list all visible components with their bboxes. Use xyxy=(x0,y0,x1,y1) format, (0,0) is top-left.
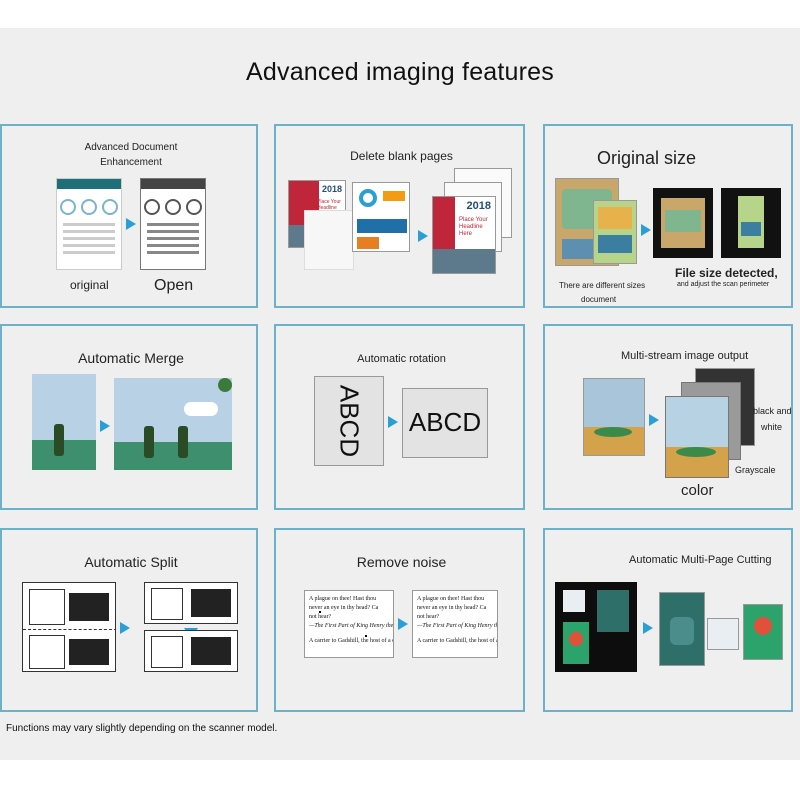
blank-arrow-icon xyxy=(418,230,428,242)
noisy-line5: A carrier to Gadshill, the host of a car… xyxy=(309,638,393,644)
split-arrow-icon xyxy=(120,622,130,634)
flyer-3: 2018 Place Your Headline Here xyxy=(432,196,496,274)
original-label: original xyxy=(70,278,109,292)
merge-heading: Automatic Merge xyxy=(78,350,184,366)
stream-heading: Multi-stream image output xyxy=(621,350,749,362)
stream-color-label: color xyxy=(681,482,714,499)
blank-page xyxy=(304,210,354,270)
scanned-result-2 xyxy=(721,188,781,258)
page-title: Advanced imaging features xyxy=(246,58,554,86)
noisy-line3: not hear? xyxy=(309,614,332,620)
panel-delete-blank-pages: Delete blank pages 2018 Place Your Headl… xyxy=(274,124,525,308)
clean-line5: A carrier to Gadshill, the host of a car… xyxy=(417,638,497,644)
blank-heading: Delete blank pages xyxy=(350,149,453,163)
rotated-page: ABCD xyxy=(314,376,384,466)
enhance-arrow-icon xyxy=(126,218,136,230)
size-detected-label: File size detected, xyxy=(675,266,778,280)
stream-arrow-icon xyxy=(649,414,659,426)
merge-left-half xyxy=(32,374,96,470)
clean-line3: not hear? xyxy=(417,614,440,620)
clean-line2: never an eye in thy head? Ca xyxy=(417,605,487,611)
size-adjust-label: and adjust the scan perimeter xyxy=(677,281,770,288)
enhanced-document xyxy=(140,178,206,270)
cut-piece-2 xyxy=(707,618,739,650)
stream-color xyxy=(665,396,729,478)
panel-multi-page-cutting: Automatic Multi-Page Cutting xyxy=(543,528,793,712)
panel-original-size: Original size There are different sizes … xyxy=(543,124,793,308)
flyer-1-year: 2018 xyxy=(321,184,342,194)
cut-piece-1 xyxy=(659,592,705,666)
panel-automatic-merge: Automatic Merge xyxy=(0,324,258,510)
panel-automatic-split: Automatic Split xyxy=(0,528,258,712)
panel-multi-stream: Multi-stream image output black and whit… xyxy=(543,324,793,510)
noisy-line4: —The First Part of King Henry the xyxy=(309,623,394,629)
split-heading: Automatic Split xyxy=(84,554,178,570)
merge-arrow-icon xyxy=(100,420,110,432)
small-picture-page xyxy=(593,200,637,264)
footer-disclaimer: Functions may vary slightly depending on… xyxy=(6,723,278,734)
size-note-line1: There are different sizes xyxy=(559,281,646,290)
size-arrow-icon xyxy=(641,224,651,236)
corrected-text: ABCD xyxy=(408,407,482,437)
split-source-page xyxy=(22,582,116,672)
cutting-heading: Automatic Multi-Page Cutting xyxy=(629,554,772,566)
enhance-heading-line2: Enhancement xyxy=(100,157,162,168)
rotation-arrow-icon xyxy=(388,416,398,428)
original-document xyxy=(56,178,122,270)
panel-remove-noise: Remove noise A plague on thee! Hast thou… xyxy=(274,528,525,712)
clean-page: A plague on thee! Hast thou never an eye… xyxy=(412,590,498,658)
split-result-bottom xyxy=(144,630,238,672)
flyer-2 xyxy=(352,182,410,252)
noise-heading: Remove noise xyxy=(356,554,447,570)
corrected-page: ABCD xyxy=(402,388,488,458)
cut-piece-3 xyxy=(743,604,783,660)
stream-gray-label: Grayscale xyxy=(735,465,776,475)
cutting-source xyxy=(555,582,637,672)
noise-arrow-icon xyxy=(398,618,408,630)
cutting-arrow-icon xyxy=(643,622,653,634)
stream-bw-line2: white xyxy=(761,422,783,432)
stream-bw-line1: black and xyxy=(753,406,792,416)
clean-line1: A plague on thee! Hast thou xyxy=(417,596,485,602)
clean-line4: —The First Part of King Henry the xyxy=(417,623,498,629)
open-label: Open xyxy=(154,277,194,294)
flyer-3-tagline: Place Your Headline Here xyxy=(459,217,488,237)
rotated-text: ABCD xyxy=(334,384,365,458)
enhance-heading-line1: Advanced Document xyxy=(84,142,178,153)
merge-result xyxy=(114,378,232,470)
scanned-result-1 xyxy=(653,188,713,258)
panel-automatic-rotation: Automatic rotation ABCD ABCD xyxy=(274,324,525,510)
split-result-top xyxy=(144,582,238,624)
rotation-heading: Automatic rotation xyxy=(357,353,446,365)
stream-source xyxy=(583,378,645,456)
size-note-line2: document xyxy=(581,295,617,304)
size-heading: Original size xyxy=(597,148,697,168)
noisy-line1: A plague on thee! Hast thou xyxy=(309,596,377,602)
noisy-line2: never an eye in thy head? Ca xyxy=(309,605,379,611)
flyer-3-year: 2018 xyxy=(466,200,491,212)
panel-document-enhancement: Advanced Document Enhancement original O… xyxy=(0,124,258,308)
noisy-page: A plague on thee! Hast thou never an eye… xyxy=(304,590,394,658)
